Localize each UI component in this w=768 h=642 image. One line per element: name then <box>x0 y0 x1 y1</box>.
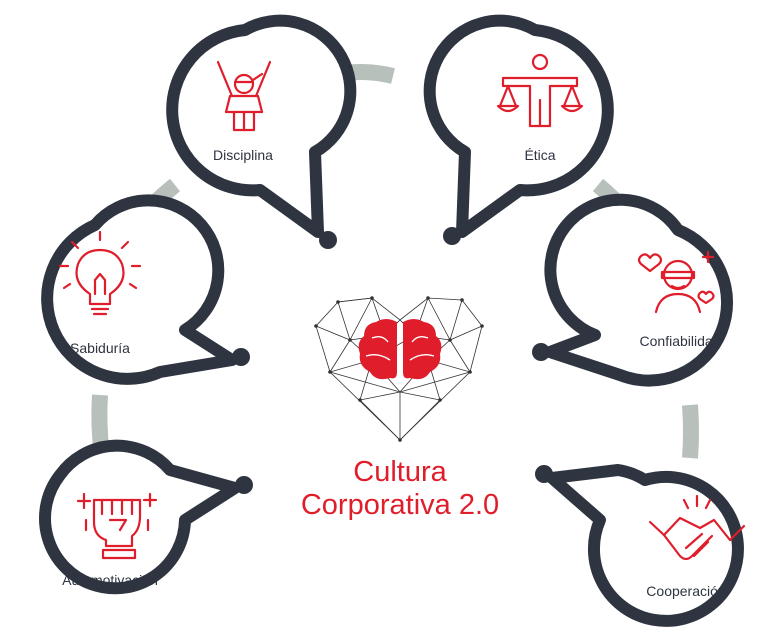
ninja-swords-icon <box>216 60 272 132</box>
node-label-disciplina: Disciplina <box>213 147 273 163</box>
handshake-icon <box>648 494 746 561</box>
heart-mesh <box>315 297 483 441</box>
heart-brain-illustration <box>314 296 484 442</box>
raised-fist-icon <box>76 492 158 560</box>
lightbulb-icon <box>58 230 142 316</box>
dot-disciplina <box>319 231 337 249</box>
ring-disciplina <box>166 14 357 238</box>
justice-scales-icon <box>496 53 584 128</box>
node-rings <box>39 14 744 627</box>
dot-confiabilidad <box>532 343 550 361</box>
ring-sabiduria <box>41 194 238 385</box>
center-title: Cultura Corporativa 2.0 <box>301 456 499 522</box>
brain-folds <box>365 335 435 361</box>
center-title-line2: Corporativa 2.0 <box>300 489 500 521</box>
brain-icon <box>358 319 442 380</box>
node-label-sabiduria: Sabiduría <box>70 340 130 356</box>
connector-lower-right <box>682 404 699 459</box>
center-title-line1: Cultura <box>353 456 447 488</box>
ring-confiabilidad <box>544 193 734 387</box>
blindfold-person-icon <box>637 250 715 314</box>
node-label-cooperacion: Cooperación <box>646 583 726 599</box>
node-label-etica: Ética <box>524 147 556 163</box>
ring-cooperacion <box>546 464 744 627</box>
heart-mesh-nodes <box>314 296 484 442</box>
node-label-confiabilidad: Confiabilidad <box>639 333 721 349</box>
ring-etica <box>423 14 614 238</box>
node-label-automotivacion: Automotivación <box>62 572 158 588</box>
